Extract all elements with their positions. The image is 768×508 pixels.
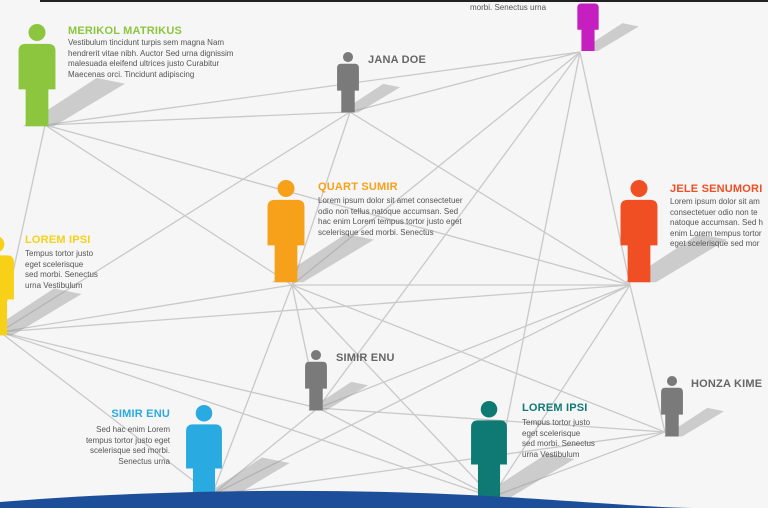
connection-line-jele-simir-blue: [211, 284, 631, 496]
description-line: hac enim Lorem tempus tortor justo eget: [318, 217, 462, 226]
description-line: Lorem ipsum dolor sit am: [670, 197, 760, 206]
connection-line-quart-lorem-teal: [291, 284, 493, 498]
person-description-jele: Lorem ipsum dolor sit am consectetuer od…: [670, 197, 763, 250]
person-icon-lorem-teal: [471, 401, 507, 501]
description-line: scelerisque sed morbi. Senectus: [318, 227, 434, 237]
connection-lines: [0, 51, 666, 498]
connection-line-lorem-left-simir-blue: [0, 331, 213, 496]
connection-line-merikol-jele: [44, 124, 631, 286]
description-line: malesuada eleifend ultrices justo Curabi…: [68, 59, 220, 68]
connection-line-quart-honza: [291, 284, 666, 433]
connection-line-jana-top-magenta: [349, 51, 581, 113]
description-line: Senectus urna: [118, 456, 170, 466]
connection-line-top-magenta-lorem-teal: [491, 51, 581, 498]
person-name-simir-gray: SIMIR ENU: [336, 352, 395, 364]
person-description-quart: Lorem ipsum dolor sit amet consectetuer …: [318, 196, 463, 238]
description-line: sed morbi. Senectus: [522, 439, 595, 448]
description-line: eget scelerisque: [522, 428, 581, 438]
person-name-honza: HONZA KIME: [691, 378, 763, 390]
description-line: odio non tellus natoque accumsan. Sed: [318, 206, 459, 216]
description-line: Sed hac enim Lorem: [96, 425, 170, 434]
description-line: Maecenas orci. Tincidunt adipiscing: [68, 69, 195, 79]
description-line: eget scelerisque sed mor: [670, 239, 760, 248]
person-description-lorem-left: Tempus tortor justo eget scelerisque sed…: [25, 249, 98, 291]
connection-line-merikol-quart: [44, 124, 293, 286]
person-description-merikol: Vestibulum tincidunt turpis sem magna Na…: [68, 38, 233, 80]
person-name-jana: JANA DOE: [368, 54, 427, 66]
top-border: [40, 0, 768, 2]
description-line: urna Vestibulum: [522, 449, 580, 459]
connection-line-top-magenta-quart: [291, 51, 581, 286]
connection-line-honza-simir-blue: [211, 431, 666, 496]
connection-line-jana-jele: [349, 111, 631, 286]
connection-line-lorem-left-lorem-teal: [0, 331, 493, 498]
connection-line-jele-lorem-teal: [491, 284, 631, 498]
connection-line-quart-lorem-left: [0, 284, 293, 333]
description-line: Lorem ipsum dolor sit amet consectetuer: [318, 196, 463, 205]
person-icon-jana: [337, 52, 359, 113]
figure-shadow-jana: [339, 83, 401, 113]
person-description-top-magenta: morbi. Senectus urna: [470, 3, 546, 14]
person-description-lorem-teal: Tempus tortor justo eget scelerisque sed…: [522, 418, 595, 460]
person-description-simir-blue: Sed hac enim Lorem tempus tortor justo e…: [86, 425, 170, 467]
connection-line-top-magenta-jele: [579, 51, 631, 286]
description-line: scelerisque sed morbi.: [89, 446, 170, 455]
connection-line-jana-quart: [291, 111, 351, 286]
person-icon-honza: [661, 376, 683, 437]
connection-line-top-magenta-simir-gray: [317, 51, 581, 409]
connection-line-jele-simir-gray: [317, 284, 631, 409]
connection-line-jana-lorem-left: [0, 111, 351, 333]
connection-line-quart-simir-blue: [211, 284, 293, 496]
person-icon-merikol: [18, 24, 56, 127]
description-line: hendrerit vitae nibh. Auctor Sed urna di…: [68, 48, 234, 58]
description-line: natoque accumsan. Sed h: [670, 218, 763, 227]
person-icon-lorem-left: [0, 237, 14, 336]
bottom-wave: [0, 490, 700, 508]
connection-line-jele-lorem-left: [0, 284, 631, 333]
person-icon-simir-blue: [186, 405, 222, 505]
connection-line-simir-gray-simir-blue: [211, 407, 319, 496]
description-line: eget scelerisque: [25, 259, 84, 269]
description-line: Tempus tortor justo: [25, 249, 94, 258]
description-line: sed morbi. Senectus: [25, 270, 98, 279]
connection-line-honza-lorem-teal: [491, 431, 666, 498]
connection-line-simir-gray-lorem-teal: [317, 407, 493, 498]
person-name-lorem-left: LOREM IPSI: [25, 234, 91, 246]
figure-shadow-lorem-teal: [475, 453, 575, 501]
person-icon-quart: [267, 180, 305, 283]
description-line: Tempus tortor justo: [522, 418, 591, 427]
description-line: urna Vestibulum: [25, 280, 83, 290]
person-name-simir-blue: SIMIR ENU: [111, 408, 170, 420]
description-line: morbi. Senectus urna: [470, 3, 547, 12]
person-name-merikol: MERIKOL MATRIKUS: [68, 25, 183, 37]
figure-shadow-lorem-left: [0, 288, 82, 336]
connection-line-simir-gray-honza: [317, 407, 666, 433]
figure-shadow-simir-gray: [307, 381, 369, 411]
description-line: consectetuer odio non te: [670, 207, 758, 217]
description-line: Vestibulum tincidunt turpis sem magna Na…: [68, 38, 225, 47]
person-icon-simir-gray: [305, 350, 327, 411]
person-figures: [0, 0, 683, 505]
description-line: tempus tortor justo eget: [85, 435, 170, 445]
description-line: enim Lorem tempus tortor: [670, 228, 762, 238]
person-name-lorem-teal: LOREM IPSI: [522, 402, 588, 414]
person-name-quart: QUART SUMIR: [318, 181, 398, 193]
person-name-jele: JELE SENUMORI: [670, 183, 763, 195]
connection-line-lorem-left-simir-gray: [0, 331, 319, 409]
connection-line-merikol-jana: [44, 111, 351, 126]
person-icon-jele: [620, 180, 658, 283]
connection-line-jele-honza: [629, 284, 666, 433]
connection-line-merikol-top-magenta: [44, 51, 581, 126]
